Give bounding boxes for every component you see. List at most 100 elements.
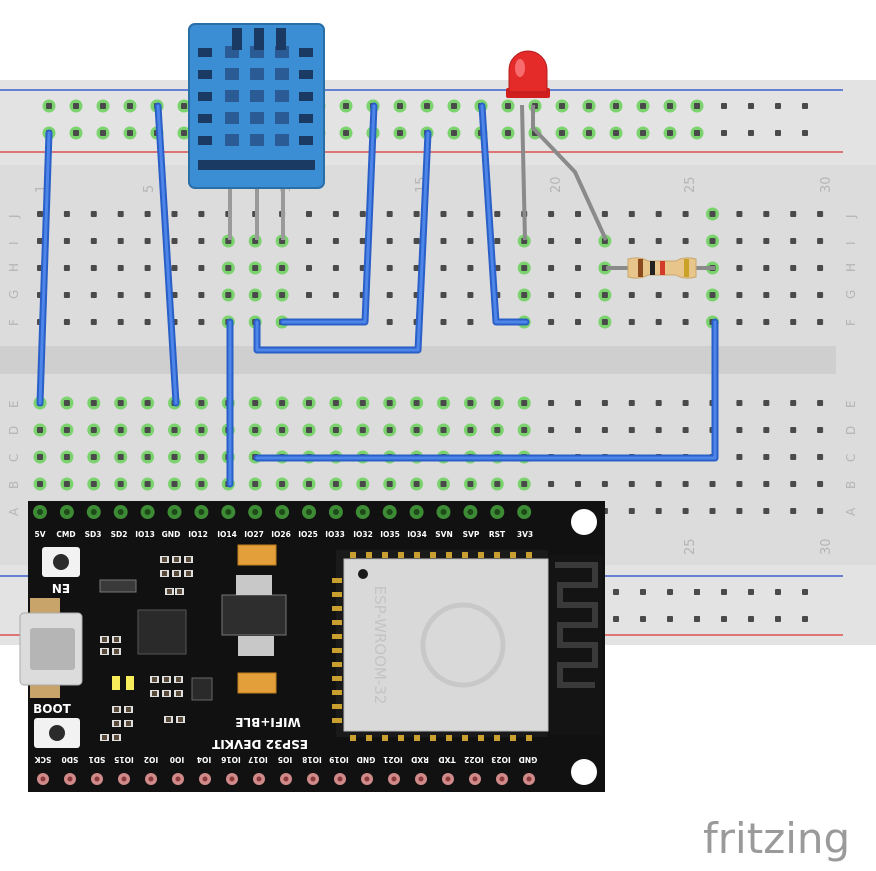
boot-button-cap (49, 725, 65, 741)
pin-label-bottom-14: RXD (411, 755, 429, 764)
module-label: ESP-WROOM-32 (371, 586, 389, 705)
col-num-25: 25 (683, 176, 698, 193)
wire-highlight-5 (480, 104, 528, 324)
pin-label-top-10: IO25 (298, 530, 318, 539)
pin-label-bottom-3: IO15 (114, 755, 134, 764)
regulator-tab (236, 575, 272, 595)
pin-label-bottom-5: IO0 (170, 755, 184, 764)
resistor (606, 257, 715, 279)
boot-label: BOOT (33, 702, 72, 716)
row-letter-g-left: G (7, 290, 21, 299)
pin-label-bottom-8: IO17 (248, 755, 268, 764)
pin-label-top-17: RST (489, 530, 506, 539)
pin-label-top-13: IO35 (380, 530, 400, 539)
usb-port-inner (30, 628, 75, 670)
pin-label-bottom-17: IO23 (491, 755, 511, 764)
row-letter-i-left: I (7, 241, 21, 245)
row-letter-j-right: J (844, 214, 858, 219)
pin-label-bottom-11: IO19 (329, 755, 349, 764)
row-letter-b-left: B (7, 481, 21, 489)
wire-highlight-7 (255, 320, 717, 460)
col-num-20: 20 (549, 176, 564, 193)
capacitor-top (237, 544, 277, 566)
red-led (506, 50, 608, 241)
pin-label-top-9: IO26 (271, 530, 291, 539)
esp32-devkit-board: 5V CMD SD3 SD2 IO13 GND IO12 IO14 IO27 I… (19, 501, 605, 792)
transistor-chip (191, 677, 213, 701)
pin-label-top-15: SVN (435, 530, 452, 539)
mounting-hole-top (571, 509, 597, 535)
bottom-pin-labels: SCK SD0 SD1 IO15 IO2 IO0 IO4 IO16 IO17 I… (33, 755, 537, 764)
pin-label-bottom-4: IO2 (144, 755, 158, 764)
diode (99, 579, 137, 593)
pin-label-top-12: IO32 (353, 530, 373, 539)
pin-label-top-18: 3V3 (517, 530, 533, 539)
pin-label-top-5: GND (162, 530, 181, 539)
capacitor-bottom (237, 672, 277, 694)
row-letter-d-left: D (7, 426, 21, 435)
row-letter-d-right: D (844, 426, 858, 435)
row-letter-h-left: H (7, 263, 21, 272)
pin-label-top-7: IO14 (217, 530, 237, 539)
wire-highlight-4 (255, 131, 430, 352)
row-letter-e-left: E (7, 400, 21, 408)
pin-label-bottom-16: IO22 (464, 755, 484, 764)
col-num-5: 5 (142, 185, 157, 193)
col-num-30-bottom: 30 (819, 538, 834, 555)
col-num-30: 30 (819, 176, 834, 193)
pin-label-top-14: IO34 (407, 530, 427, 539)
pin-label-top-3: SD2 (111, 530, 128, 539)
en-label: EN (52, 581, 70, 595)
pin-label-bottom-6: IO4 (197, 755, 211, 764)
pin-label-bottom-7: IO16 (221, 755, 241, 764)
voltage-regulator (221, 594, 287, 636)
fritzing-logo: fritzing (703, 814, 850, 863)
pin-label-top-6: IO12 (188, 530, 208, 539)
row-letter-g-right: G (844, 290, 858, 299)
regulator-pin (238, 636, 274, 656)
en-button-cap (53, 554, 69, 570)
col-num-1: 1 (34, 185, 49, 193)
wroom-module-shield (343, 558, 549, 732)
row-letter-c-left: C (7, 454, 21, 462)
mounting-hole-bottom (571, 759, 597, 785)
module-logo-ring (420, 602, 506, 688)
row-letter-j-left: J (7, 214, 21, 219)
status-led-1 (112, 676, 120, 690)
top-pin-labels: 5V CMD SD3 SD2 IO13 GND IO12 IO14 IO27 I… (34, 530, 533, 539)
row-letter-h-right: H (844, 263, 858, 272)
pin-label-bottom-15: TXD (438, 755, 455, 764)
pin-label-top-2: SD3 (85, 530, 102, 539)
row-letter-c-right: C (844, 454, 858, 462)
pin-label-top-0: 5V (34, 530, 45, 539)
antenna-trace (555, 562, 598, 688)
module-pin1-dot (358, 569, 368, 579)
wire-highlight-3 (281, 104, 376, 324)
row-letter-a-right: A (844, 507, 858, 516)
jumper-wires (36, 102, 719, 488)
row-letter-a-left: A (7, 507, 21, 516)
pin-label-top-11: IO33 (325, 530, 345, 539)
board-title: ESP32 DEVKIT (211, 737, 308, 751)
pin-label-top-16: SVP (463, 530, 480, 539)
row-letter-f-left: F (7, 319, 21, 326)
pin-label-bottom-2: SD1 (89, 755, 106, 764)
pin-label-bottom-1: SD0 (62, 755, 79, 764)
row-letter-f-right: F (844, 319, 858, 326)
row-letter-i-right: I (844, 241, 858, 245)
col-num-25-bottom: 25 (683, 538, 698, 555)
row-letter-e-right: E (844, 400, 858, 408)
pin-label-top-1: CMD (56, 530, 75, 539)
pin-label-bottom-12: GND (357, 755, 376, 764)
pin-label-bottom-13: IO21 (383, 755, 403, 764)
pin-label-bottom-18: GND (519, 755, 538, 764)
wire-highlight-1 (38, 131, 51, 405)
pin-label-top-4: IO13 (135, 530, 155, 539)
board-subtitle: WIFI+BLE (235, 715, 300, 729)
status-led-2 (126, 676, 134, 690)
wire-highlight-2 (156, 104, 178, 405)
pin-label-bottom-9: IO5 (278, 755, 292, 764)
row-letter-b-right: B (844, 481, 858, 489)
pin-label-top-8: IO27 (244, 530, 264, 539)
